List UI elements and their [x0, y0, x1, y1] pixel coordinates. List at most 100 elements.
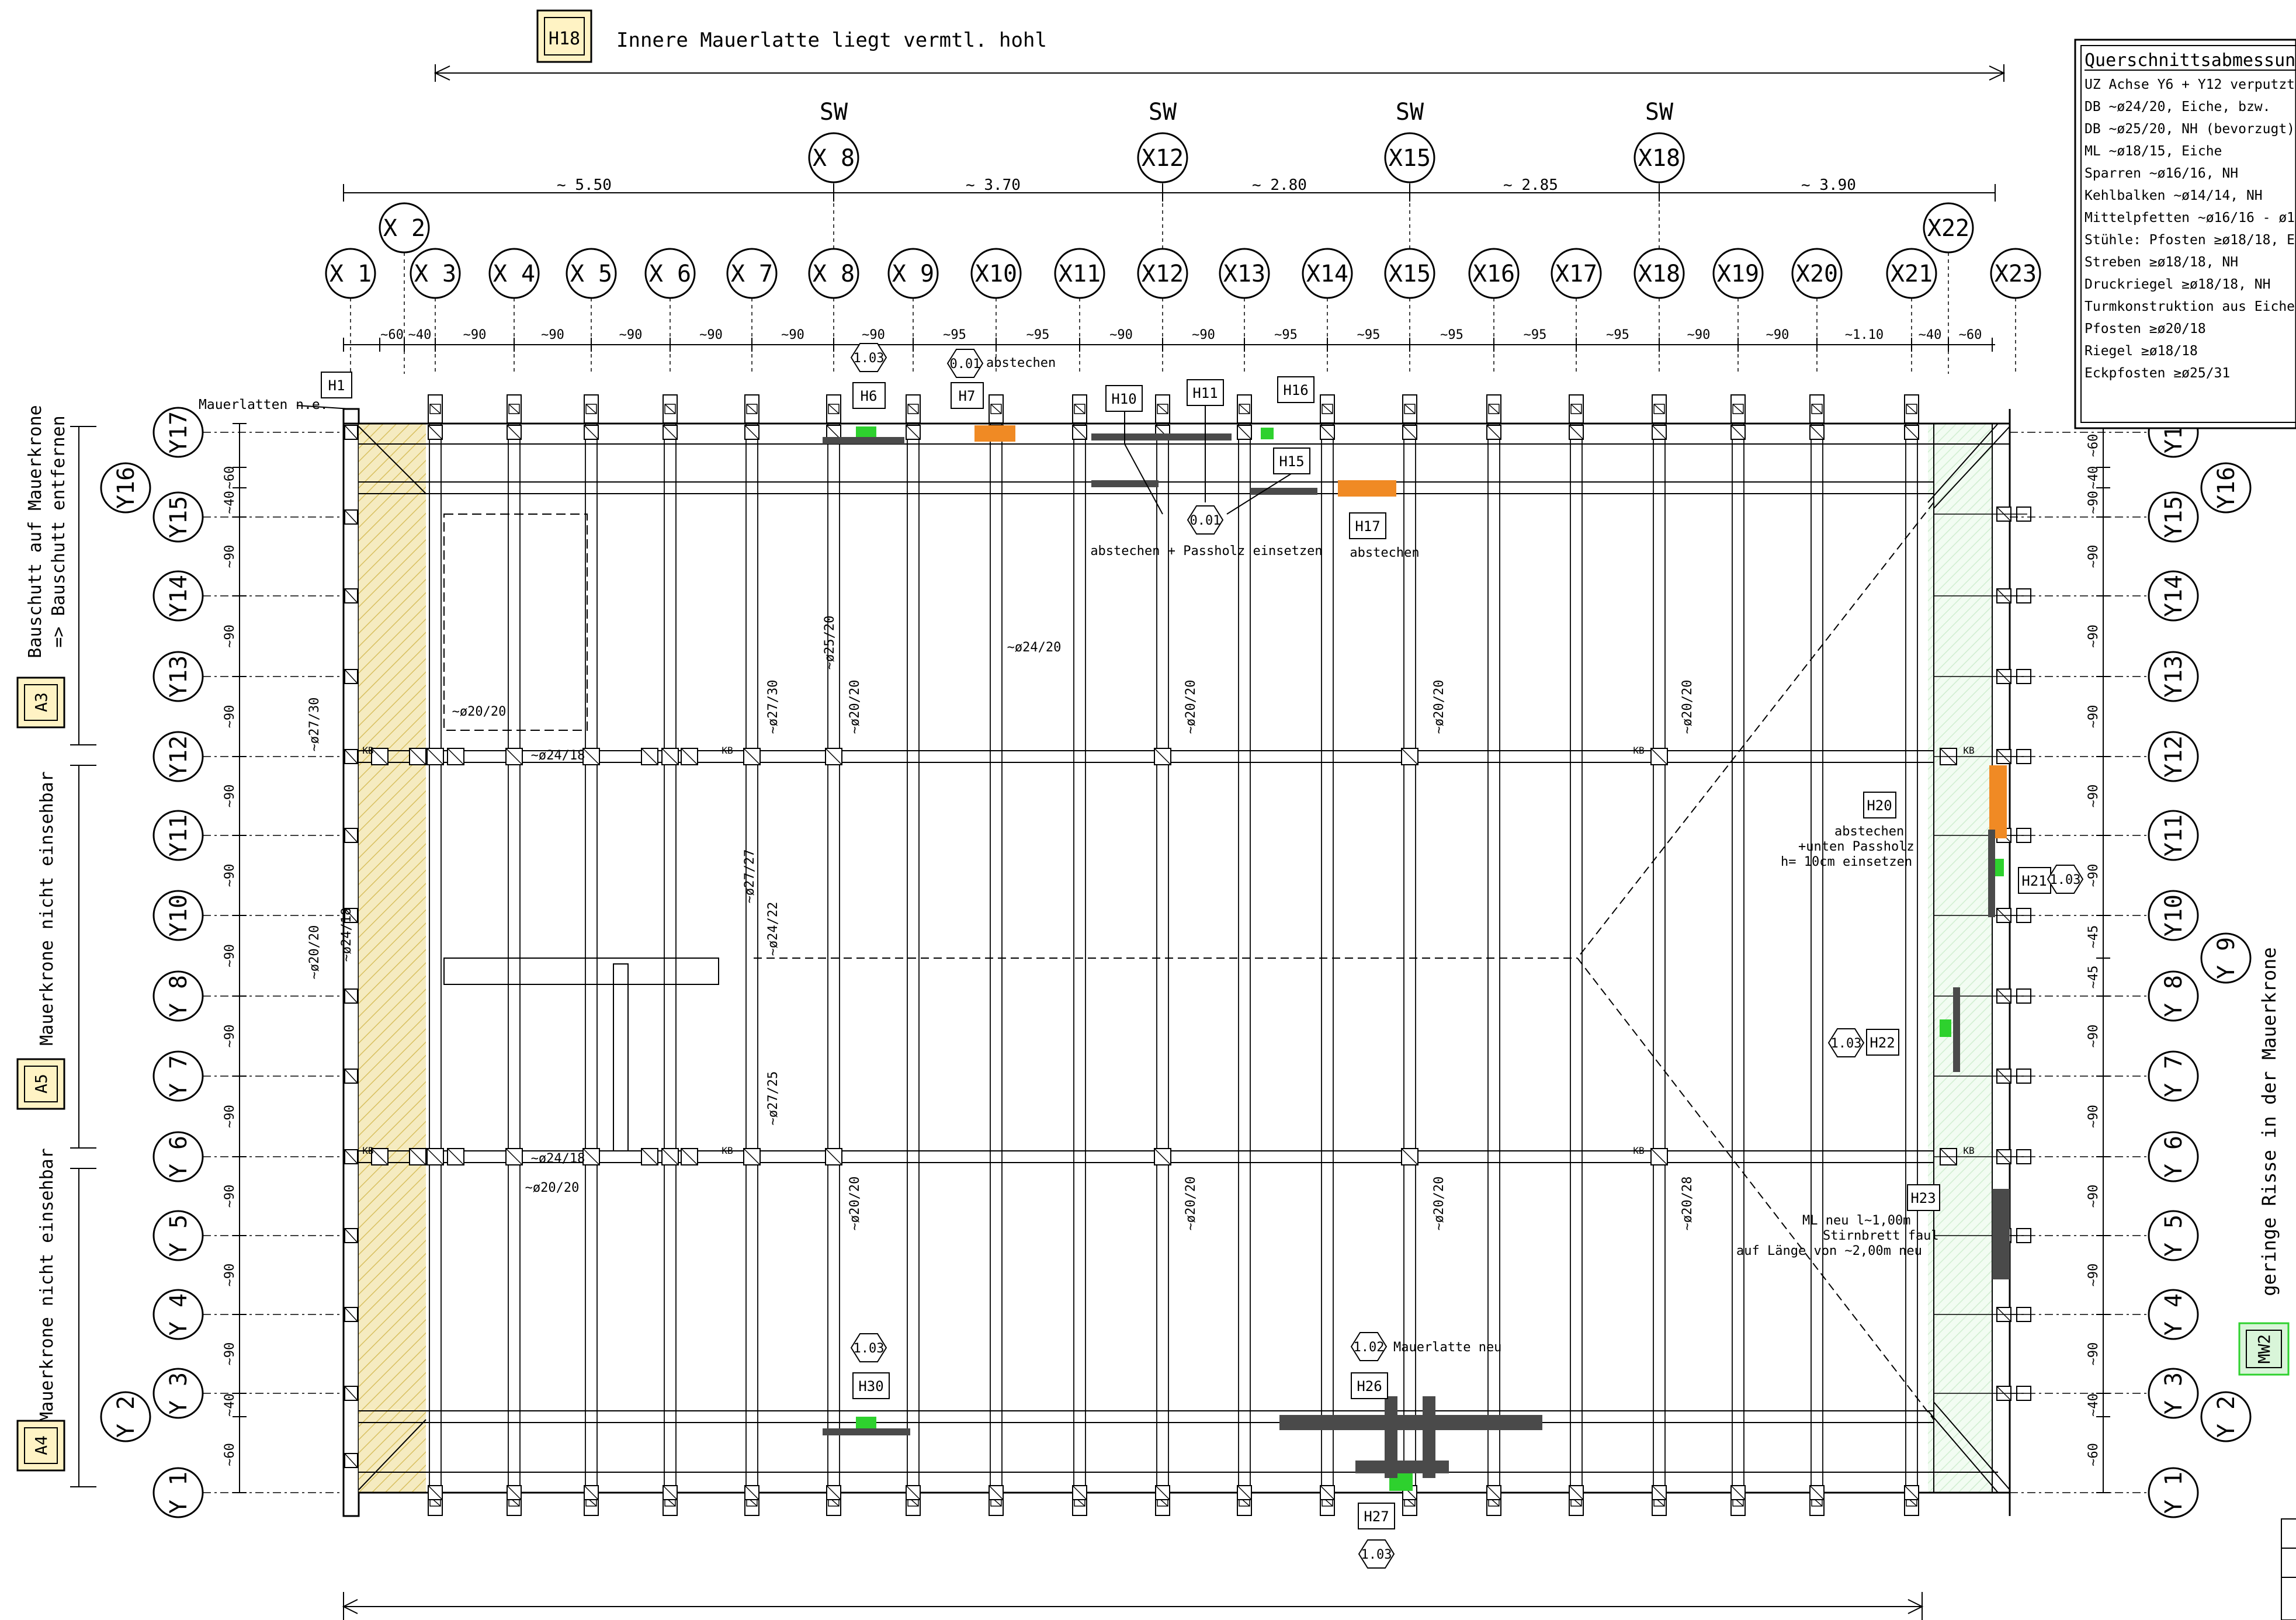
- svg-text:0.01: 0.01: [950, 357, 981, 372]
- x-dim-label: ~95: [943, 328, 966, 342]
- x-dim-label: ~90: [699, 328, 723, 342]
- y-dim-label: ~90: [223, 1185, 237, 1208]
- x-dim-label: ~90: [463, 328, 487, 342]
- y-axis-label: Y 3: [165, 1372, 192, 1414]
- y-dim-label: ~60: [223, 466, 237, 490]
- x-axis-label: X23: [1995, 261, 2037, 287]
- span-4: ~ 2.85: [1503, 176, 1558, 194]
- top-note: H18 Innere Mauerlatte liegt vermtl. hohl: [433, 9, 2006, 82]
- x-axis-x10: X10: [970, 248, 1022, 374]
- x-dim-label: ~95: [1026, 328, 1050, 342]
- x-axis-x19: X19: [1712, 248, 1764, 374]
- svg-text:1.03: 1.03: [854, 1341, 885, 1356]
- section-label: ~ø20/20: [307, 925, 322, 980]
- tag-h22: H22: [1866, 1029, 1899, 1056]
- section-label: ~ø20/20: [1184, 1177, 1198, 1231]
- y-dim-label-right: ~90: [2086, 625, 2101, 648]
- y-dim-label-right: ~90: [2086, 1025, 2101, 1048]
- x-axis-label: X12: [1142, 261, 1184, 287]
- sw-label: SW: [820, 99, 848, 126]
- sw-axis-label: X12: [1142, 145, 1184, 172]
- tag-h15: H15: [1273, 448, 1310, 474]
- kb-label: KB: [362, 1145, 373, 1156]
- y-dim-label-right: ~40: [2086, 466, 2101, 490]
- y-axis-label: Y 8: [165, 975, 192, 1017]
- y-axis-label: Y14: [165, 575, 192, 617]
- svg-text:0.01: 0.01: [1190, 514, 1221, 528]
- svg-text:H16: H16: [1283, 382, 1308, 398]
- y-dim-label-right: ~90: [2086, 1185, 2101, 1208]
- x-dimension-chain: ~60~40~90~90~90~90~90~90~95~95~90~90~95~…: [343, 328, 1995, 352]
- span-1: ~ 5.50: [557, 176, 612, 194]
- svg-text:Y 2: Y 2: [2213, 1396, 2240, 1438]
- top-note-text: Innere Mauerlatte liegt vermtl. hohl: [616, 29, 1047, 52]
- x-dim-label: ~60: [1959, 328, 1982, 342]
- x-dim-label: ~95: [1440, 328, 1463, 342]
- green-mark-h16: [1261, 428, 1274, 439]
- svg-text:H22: H22: [1870, 1035, 1895, 1051]
- y-axis-label: Y15: [165, 496, 192, 538]
- svg-text:H15: H15: [1279, 453, 1304, 470]
- y-dim-label-right: ~60: [2086, 1443, 2101, 1466]
- tag-mw2: MW2: [2255, 1334, 2274, 1364]
- x-axis-x11: X11: [1054, 248, 1105, 374]
- x-axis-label: X18: [1638, 261, 1680, 287]
- orange-mark-h17: [1338, 480, 1396, 497]
- y-dim-label-right: ~90: [2086, 1343, 2101, 1366]
- wall-hatch-right: [1928, 424, 1992, 1493]
- y-dim-label-right: ~60: [2086, 434, 2101, 457]
- sw-label: SW: [1645, 99, 1674, 126]
- note-01-abstechen: abstechen: [986, 356, 1056, 370]
- svg-text:H27: H27: [1364, 1508, 1389, 1525]
- kb-label: KB: [1633, 1145, 1644, 1156]
- note-a3-line2: => Bauschutt entfernen: [48, 415, 69, 647]
- x-axis-label: X 9: [892, 261, 934, 287]
- y-dim-label: ~40: [223, 1393, 237, 1417]
- x-axis-x22: X22: [1923, 202, 1974, 374]
- tag-a3: A3: [16, 677, 65, 729]
- svg-text:H23: H23: [1910, 1190, 1936, 1206]
- svg-text:H30: H30: [858, 1378, 883, 1394]
- y-axis-label-right: Y12: [2160, 736, 2187, 778]
- kb-label: KB: [1633, 745, 1644, 756]
- note-a3-line1: Bauschutt auf Mauerkrone: [25, 405, 46, 658]
- y-axis-label-right: Y 3: [2160, 1372, 2187, 1414]
- x-axis-label: X19: [1717, 261, 1759, 287]
- svg-text:H10: H10: [1111, 391, 1136, 407]
- x-axis-x1: X 1: [325, 248, 376, 374]
- svg-text:1.03: 1.03: [1831, 1036, 1862, 1051]
- tag-h26: H26: [1351, 1372, 1388, 1399]
- x-axis-label: X16: [1473, 261, 1515, 287]
- y-dim-label: ~90: [223, 1025, 237, 1048]
- x-dim-label: ~90: [541, 328, 564, 342]
- x-dim-label: ~40: [1919, 328, 1942, 342]
- x-axis-x9: X 9: [887, 248, 939, 374]
- plan-outline: [342, 408, 2011, 1517]
- y-dim-label: ~90: [223, 864, 237, 887]
- x-axis-label: X 7: [731, 261, 773, 287]
- y-dim-label: ~90: [223, 1264, 237, 1287]
- svg-text:Y 9: Y 9: [2213, 937, 2240, 979]
- svg-text:A4: A4: [32, 1435, 51, 1455]
- legend-line: DB ~ø25/20, NH (bevorzugt): [2085, 122, 2295, 137]
- x-axis-label: X13: [1223, 261, 1265, 287]
- x-axis-label: X 2: [383, 215, 425, 242]
- tag-h20: H20: [1863, 792, 1896, 818]
- note-mauerlatten: Mauerlatten n.e.: [199, 397, 328, 412]
- section-label: ~ø27/25: [766, 1071, 781, 1126]
- x-dim-label: ~90: [862, 328, 885, 342]
- tag-a4: A4: [16, 1420, 65, 1472]
- legend-title: Querschnittsabmessungen: [2085, 50, 2296, 71]
- x-axis-x14: X14: [1302, 248, 1353, 374]
- legend-box: Querschnittsabmessungen UZ Achse Y6 + Y1…: [2074, 39, 2296, 429]
- x-axis-label: X10: [975, 261, 1017, 287]
- kb-label: KB: [722, 745, 733, 756]
- y-dim-label: ~90: [223, 1343, 237, 1366]
